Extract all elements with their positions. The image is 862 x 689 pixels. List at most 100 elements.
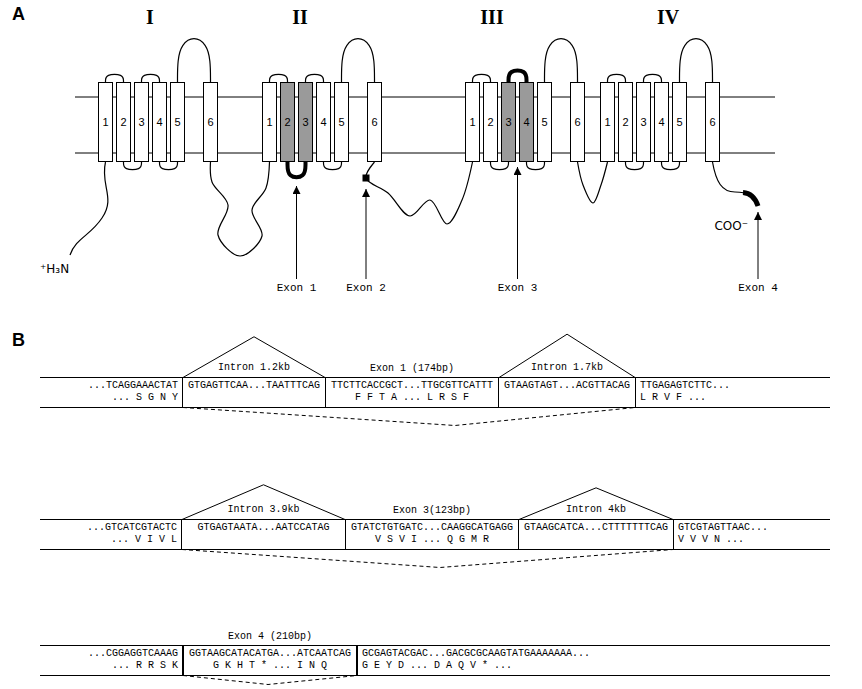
interdomain-linker (578, 162, 608, 203)
segment-loop (644, 74, 662, 82)
amino-acid-sequence: G E Y D ... D A Q V * ... (362, 660, 512, 672)
segment-number: 5 (338, 116, 344, 129)
panel-letter: A (12, 4, 25, 24)
exon-heading: Exon 3(123bp) (393, 505, 471, 516)
downstream-exon-box: TTGAGAGTCTTC...L R V F ... (635, 377, 830, 408)
segment-loop (545, 39, 578, 82)
domain-numeral: II (292, 6, 308, 28)
segment-number: 6 (574, 116, 580, 129)
intron-line (499, 377, 635, 378)
interdomain-linker (210, 162, 269, 256)
transmembrane-segment: 5 (170, 82, 185, 162)
exon-box: Exon 1 (174bp)TTCTTCACCGCT...TTGCGTTCATT… (325, 377, 499, 408)
segment-number: 4 (658, 116, 664, 129)
segment-loop (626, 162, 644, 170)
segment-number: 4 (523, 116, 529, 129)
intron-sequence: GTAAGTAGT...ACGTTACAG (504, 380, 630, 392)
exon-box: Exon 4 (210bp)GGTAAGCATACATGA...ATCAATCA… (183, 645, 357, 676)
intron-line (183, 407, 325, 408)
transmembrane-segment: 1 (600, 82, 615, 162)
downstream-exon-box: GTCGTAGTTAAC...V V V N ... (673, 519, 830, 550)
upstream-exon-box: ...CGGAGGTCAAAG... R R S K (40, 645, 183, 676)
terminus-label: COO⁻ (714, 219, 748, 233)
segment-number: 4 (320, 116, 326, 129)
exon-callout: Exon 2 (346, 282, 386, 295)
intron-tent (499, 334, 635, 377)
splice-connector (182, 550, 673, 568)
segment-loop (324, 162, 342, 170)
transmembrane-segment: 2 (116, 82, 131, 162)
amino-acid-sequence: G K H T * ... I N Q (213, 660, 327, 672)
segment-loop (491, 162, 509, 170)
upstream-exon-box: ...GTCATCGTACTC... V I V L (40, 519, 182, 550)
exon-callout: Exon 3 (498, 282, 538, 295)
transmembrane-segment: 3 (501, 82, 516, 162)
transmembrane-segment: 5 (334, 82, 349, 162)
amino-acid-sequence: V S V I ... Q G M R (375, 534, 489, 546)
transmembrane-segment: 2 (483, 82, 498, 162)
exon-callout: Exon 1 (277, 282, 317, 295)
segment-number: 2 (622, 116, 628, 129)
segment-number: 3 (640, 116, 646, 129)
segment-loop (142, 74, 160, 82)
splice-connector (183, 676, 357, 685)
segment-number: 3 (138, 116, 144, 129)
segment-number: 5 (541, 116, 547, 129)
intron-line (519, 519, 673, 520)
intron-line (183, 377, 325, 378)
domain-numeral: IV (657, 6, 679, 28)
segment-number: 6 (709, 116, 715, 129)
intron-sequence: GTGAGTAATA...AATCCATAG (197, 522, 329, 534)
intron-tent (182, 485, 345, 520)
segment-number: 3 (505, 116, 511, 129)
segment-loop (106, 74, 124, 82)
segment-loop (680, 39, 713, 82)
n-terminus-tail (70, 162, 108, 255)
transmembrane-segment: 4 (519, 82, 534, 162)
nucleotide-sequence: TTGAGAGTCTTC... (640, 380, 730, 392)
connector-group (106, 39, 713, 685)
nucleotide-sequence: GGTAAGCATACATGA...ATCAATCAG (189, 648, 351, 660)
nucleotide-sequence: ...TCAGGAAACTAT (88, 380, 178, 392)
transmembrane-segment: 3 (298, 82, 313, 162)
segment-loop (288, 162, 306, 177)
upstream-exon-box: ...TCAGGAAACTAT... S G N Y (40, 377, 183, 408)
amino-acid-sequence: V V V N ... (678, 534, 744, 546)
nucleotide-sequence: TTCTTCACCGCT...TTGCGTTCATTT (331, 380, 493, 392)
nucleotide-sequence: ...CGGAGGTCAAAG (88, 648, 178, 660)
intron-label: Intron 1.2kb (218, 362, 290, 374)
amino-acid-sequence: F F T A ... L R S F (355, 392, 469, 404)
exon-pointer-arrow (296, 186, 297, 279)
intron-line (182, 519, 345, 520)
exon-pointer-arrow (517, 167, 518, 279)
nucleotide-sequence: GTCGTAGTTAAC... (678, 522, 768, 534)
segment-loop (160, 162, 178, 170)
segment-number: 1 (102, 116, 108, 129)
amino-acid-sequence: L R V F ... (640, 392, 706, 404)
transmembrane-segment: 6 (203, 82, 218, 162)
amino-acid-sequence: ... S G N Y (112, 392, 178, 404)
transmembrane-segment: 4 (152, 82, 167, 162)
transmembrane-segment: 4 (654, 82, 669, 162)
downstream-exon-box: GCGAGTACGAC...GACGCGCAAGTATGAAAAAAA...G … (357, 645, 830, 676)
segment-loop (124, 162, 142, 170)
exon-callout: Exon 4 (738, 282, 778, 295)
transmembrane-segment: 2 (280, 82, 295, 162)
segment-number: 3 (302, 116, 308, 129)
intron-sequence: GTGAGTTCAA...TAATTTCAG (188, 380, 320, 392)
transmembrane-segment: 5 (672, 82, 687, 162)
transmembrane-segment: 2 (618, 82, 633, 162)
exon-pointer-arrow (366, 189, 367, 279)
transmembrane-segment: 5 (537, 82, 552, 162)
segment-loop (270, 74, 288, 82)
transmembrane-segment: 1 (98, 82, 113, 162)
segment-loop (473, 74, 491, 82)
transmembrane-segment: 6 (705, 82, 720, 162)
segment-loop (662, 162, 680, 170)
segment-loop (306, 74, 324, 82)
segment-loop (342, 39, 375, 82)
segment-number: 2 (120, 116, 126, 129)
intron-tent (183, 337, 325, 378)
segment-number: 1 (266, 116, 272, 129)
